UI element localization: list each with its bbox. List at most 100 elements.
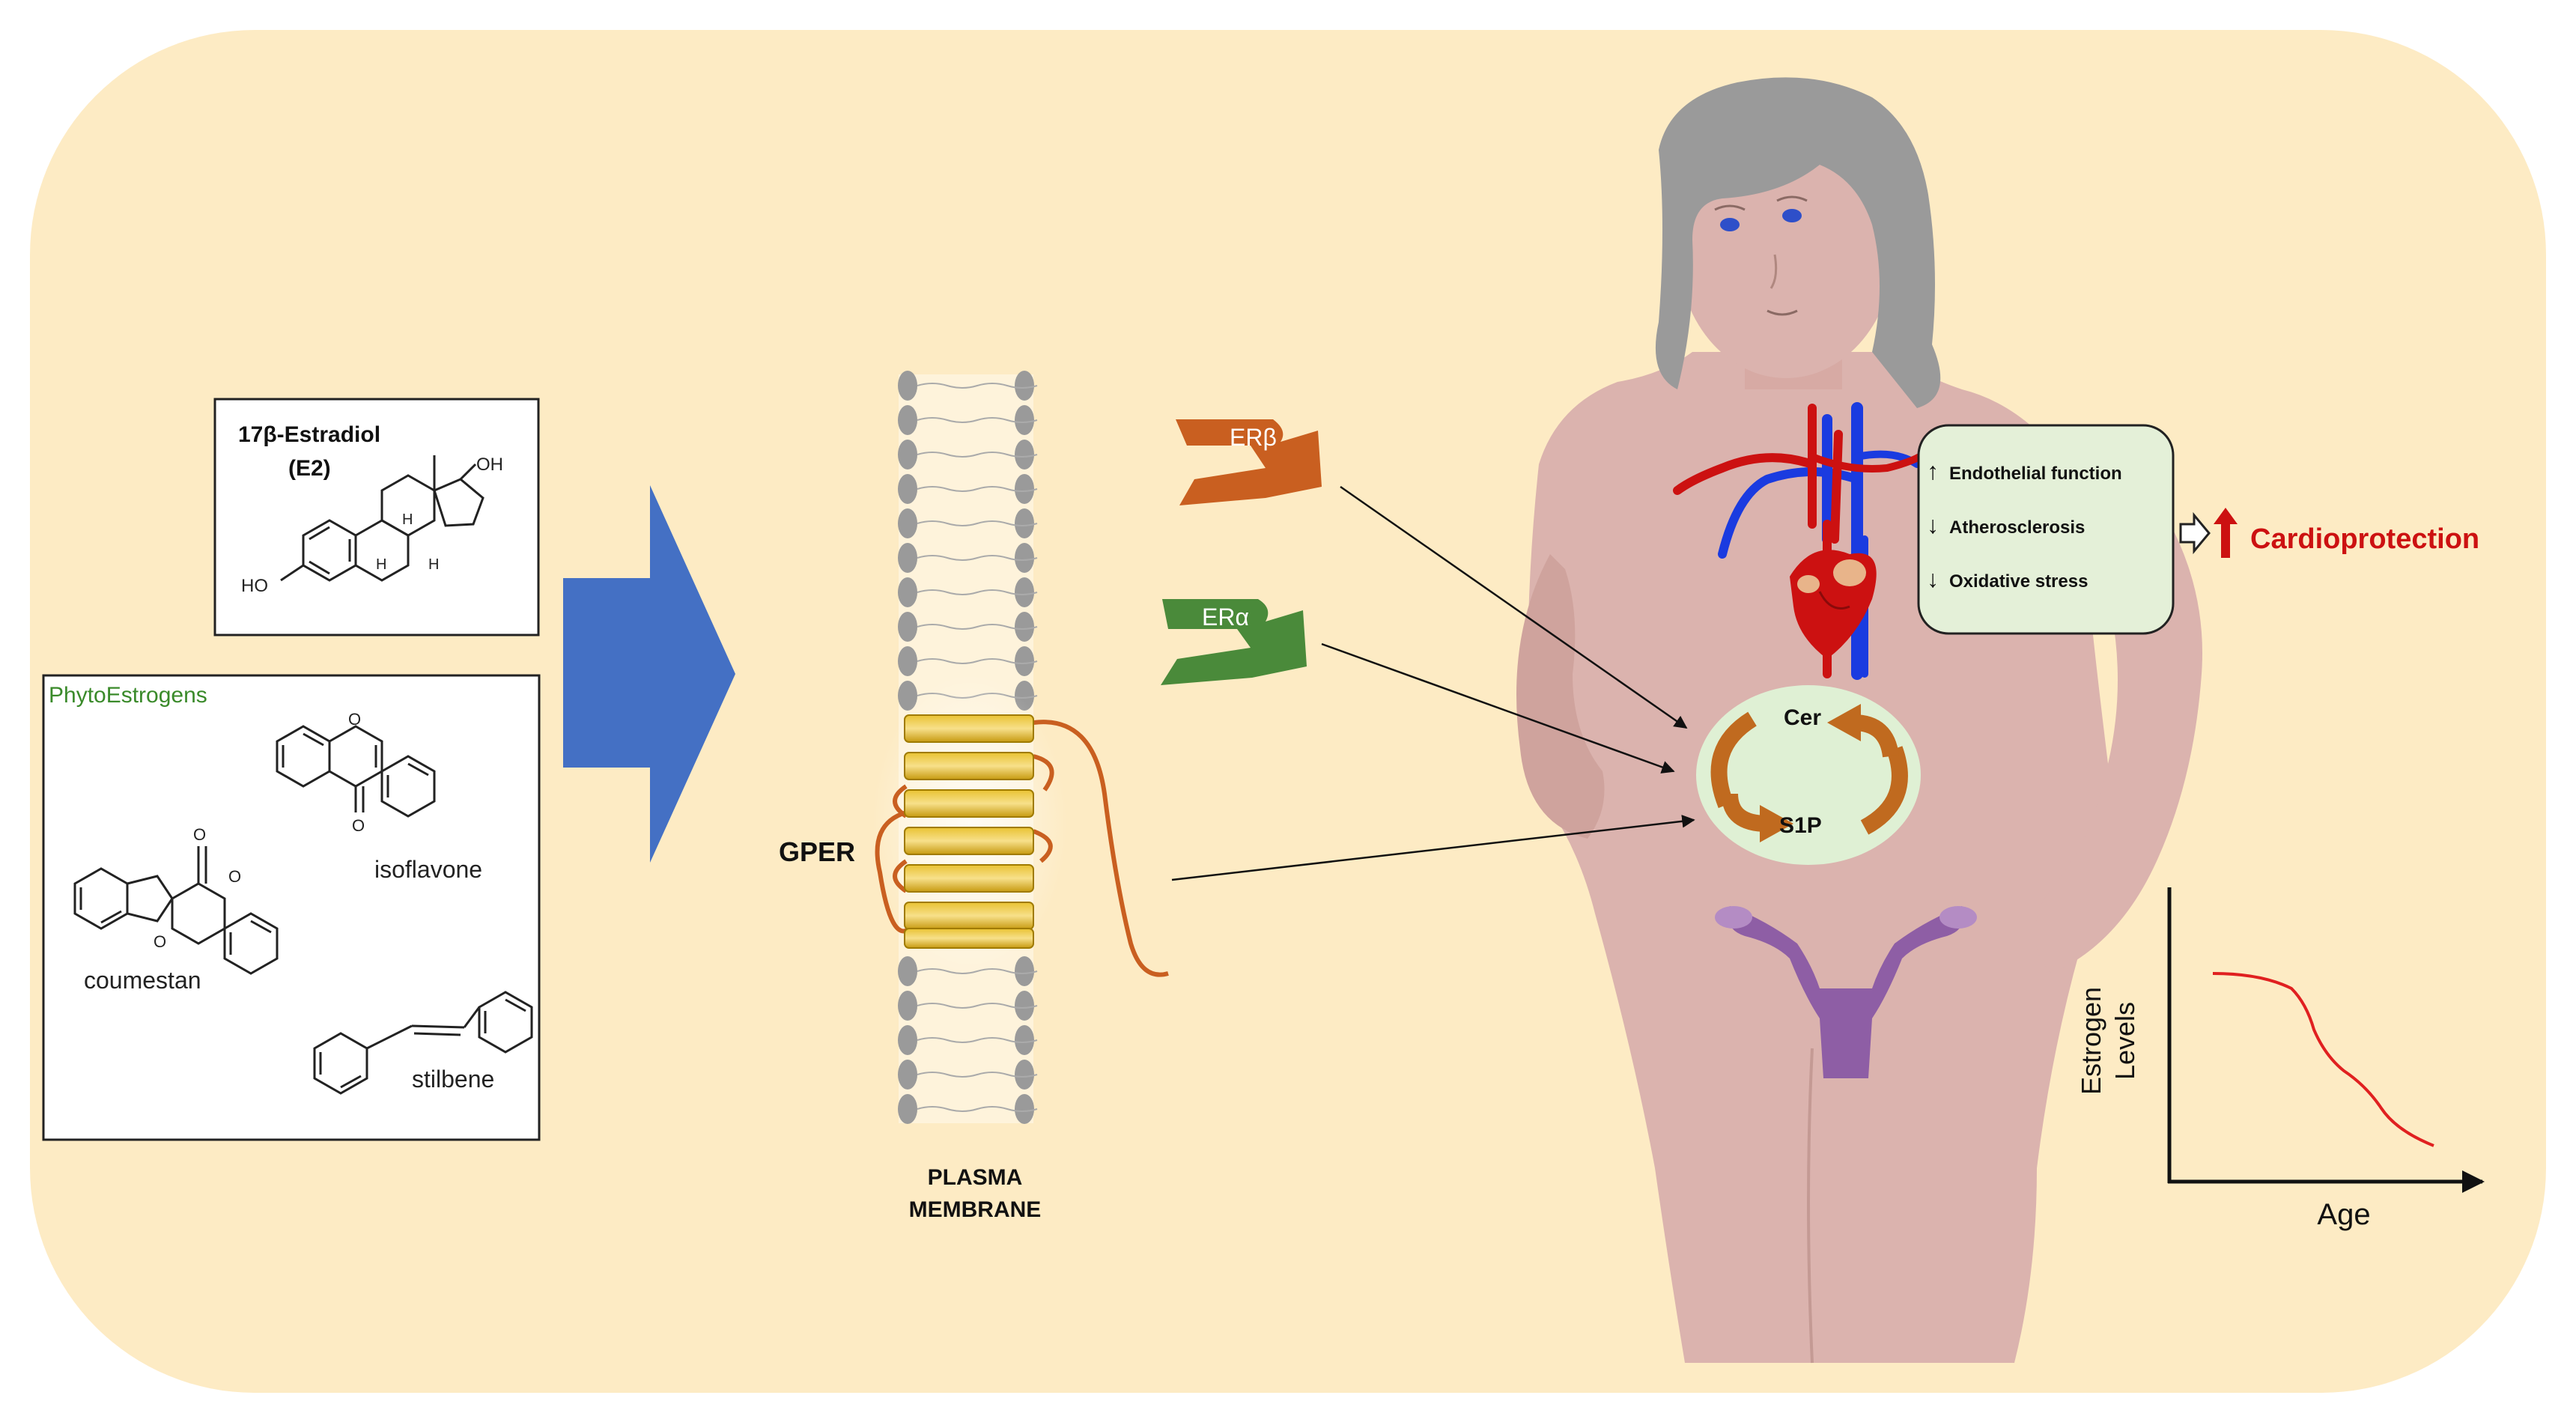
estradiol-h-label-1: H <box>402 511 413 528</box>
heart-icon <box>1790 550 1877 659</box>
lipid-tail <box>917 486 1038 492</box>
phytoestrogens-box: PhytoEstrogens O O isoflavone <box>42 674 541 1141</box>
mouth <box>1767 309 1798 316</box>
phospholipid-head <box>1015 1025 1034 1055</box>
er-alpha-label: ERα <box>1202 604 1249 631</box>
coumestan-o-ring: O <box>228 867 241 886</box>
estradiol-h-label-2: H <box>376 556 386 573</box>
phospholipid-head <box>1015 474 1034 504</box>
lipid-tail <box>917 383 1038 389</box>
estradiol-h-label-3: H <box>428 556 439 573</box>
phospholipid-head <box>898 577 917 607</box>
lipid-tail <box>917 520 1038 526</box>
phospholipid-head <box>898 543 917 573</box>
cardioprotection-label: Cardioprotection <box>2250 523 2479 555</box>
estrogen-age-graph: Estrogen Levels Age <box>2076 887 2485 1231</box>
hair <box>1655 77 1941 408</box>
ceramide-s1p-cycle: Cer S1P <box>1696 685 1921 865</box>
phospholipid-head <box>898 405 917 435</box>
phospholipid-head <box>898 371 917 401</box>
graph-xlabel: Age <box>2317 1198 2370 1231</box>
effect-label: Atherosclerosis <box>1949 517 2085 538</box>
isoflavone-o-carbonyl: O <box>352 816 365 835</box>
up-red-arrow-icon <box>2214 508 2238 558</box>
graph-ylabel-line1: Estrogen <box>2076 987 2106 1095</box>
lipid-tail <box>917 417 1038 423</box>
cycle-s1p-label: S1P <box>1779 813 1822 838</box>
big-blue-arrow <box>563 485 735 863</box>
phospholipid-head <box>1015 646 1034 676</box>
effect-direction-icon: ↓ <box>1927 511 1939 538</box>
lipid-tail <box>917 624 1038 630</box>
er-beta-to-cycle-arrow <box>1340 485 1688 729</box>
phospholipid-head <box>898 508 917 538</box>
gper-label: GPER <box>779 836 855 867</box>
phytoestrogens-title: PhytoEstrogens <box>49 683 207 708</box>
lipid-tail <box>917 1106 1038 1112</box>
effects-box: ↑ Endothelial function ↓ Atherosclerosis ↓ Ox… <box>1917 424 2175 635</box>
coumestan-o-carbonyl: O <box>193 825 206 844</box>
er-beta-label: ERβ <box>1230 424 1277 451</box>
outcome-hollow-arrow <box>2179 511 2211 555</box>
lipid-tail <box>917 1003 1038 1009</box>
coumestan-structure-icon <box>73 846 279 975</box>
phospholipid-head <box>898 474 917 504</box>
phospholipid-head <box>1015 612 1034 642</box>
phospholipid-head <box>898 956 917 986</box>
cycle-cer-label: Cer <box>1784 705 1821 730</box>
er-alpha-to-cycle-arrow <box>1321 642 1675 774</box>
effect-direction-icon: ↑ <box>1927 458 1939 484</box>
phospholipid-head <box>1015 956 1034 986</box>
lipid-tail <box>917 555 1038 561</box>
gper-to-cycle-arrow <box>1171 815 1695 881</box>
plasma-membrane: GPER PLASMA MEMBRANE <box>779 371 1169 1222</box>
er-alpha-receptor: ERα <box>1161 599 1307 685</box>
phospholipid-head <box>1015 508 1034 538</box>
effect-label: Endothelial function <box>1949 464 2122 484</box>
blood-vessels-icon <box>1673 402 1928 680</box>
er-beta-receptor: ERβ <box>1176 419 1322 505</box>
isoflavone-structure-icon <box>276 725 436 818</box>
lipid-tail <box>917 589 1038 595</box>
phospholipid-head <box>1015 1094 1034 1124</box>
estradiol-abbrev: (E2) <box>288 456 331 481</box>
phospholipid-head <box>1015 405 1034 435</box>
phospholipid-head <box>898 646 917 676</box>
phospholipid-head <box>1015 577 1034 607</box>
phospholipid-head <box>898 1025 917 1055</box>
phospholipid-head <box>898 1060 917 1090</box>
gper-receptor-icon <box>875 714 1169 977</box>
effect-label: Oxidative stress <box>1949 571 2088 592</box>
estradiol-box: 17β-Estradiol (E2) OH HO H H H <box>213 398 540 636</box>
plasma-membrane-label-line2: MEMBRANE <box>909 1197 1042 1222</box>
effect-direction-icon: ↓ <box>1927 565 1939 592</box>
estrogen-decline-curve <box>2212 972 2434 1147</box>
phospholipid-head <box>1015 440 1034 470</box>
phospholipid-head <box>898 1094 917 1124</box>
plasma-membrane-label-line1: PLASMA <box>928 1165 1023 1190</box>
stilbene-label: stilbene <box>412 1066 494 1093</box>
estradiol-structure-icon <box>280 455 484 582</box>
uterus-icon <box>1715 906 1977 1078</box>
coumestan-label: coumestan <box>84 967 201 994</box>
estradiol-ho-label: HO <box>241 576 268 596</box>
phospholipid-head <box>1015 543 1034 573</box>
lipid-tail <box>917 1037 1038 1043</box>
lipid-tail <box>917 452 1038 458</box>
graph-ylabel-line2: Levels <box>2109 1002 2140 1080</box>
phospholipid-head <box>898 991 917 1021</box>
lipid-tail <box>917 658 1038 664</box>
lipid-tail <box>917 1072 1038 1078</box>
phospholipid-head <box>898 440 917 470</box>
coumestan-o-furan: O <box>154 932 166 951</box>
left-eye <box>1720 218 1740 231</box>
isoflavone-o-ring: O <box>348 710 361 729</box>
isoflavone-label: isoflavone <box>374 856 482 883</box>
estradiol-title: 17β-Estradiol <box>238 422 380 447</box>
phospholipid-head <box>898 612 917 642</box>
right-eye <box>1782 209 1802 222</box>
phospholipid-head <box>1015 1060 1034 1090</box>
estradiol-oh-label: OH <box>476 455 503 475</box>
stilbene-structure-icon <box>313 991 533 1095</box>
